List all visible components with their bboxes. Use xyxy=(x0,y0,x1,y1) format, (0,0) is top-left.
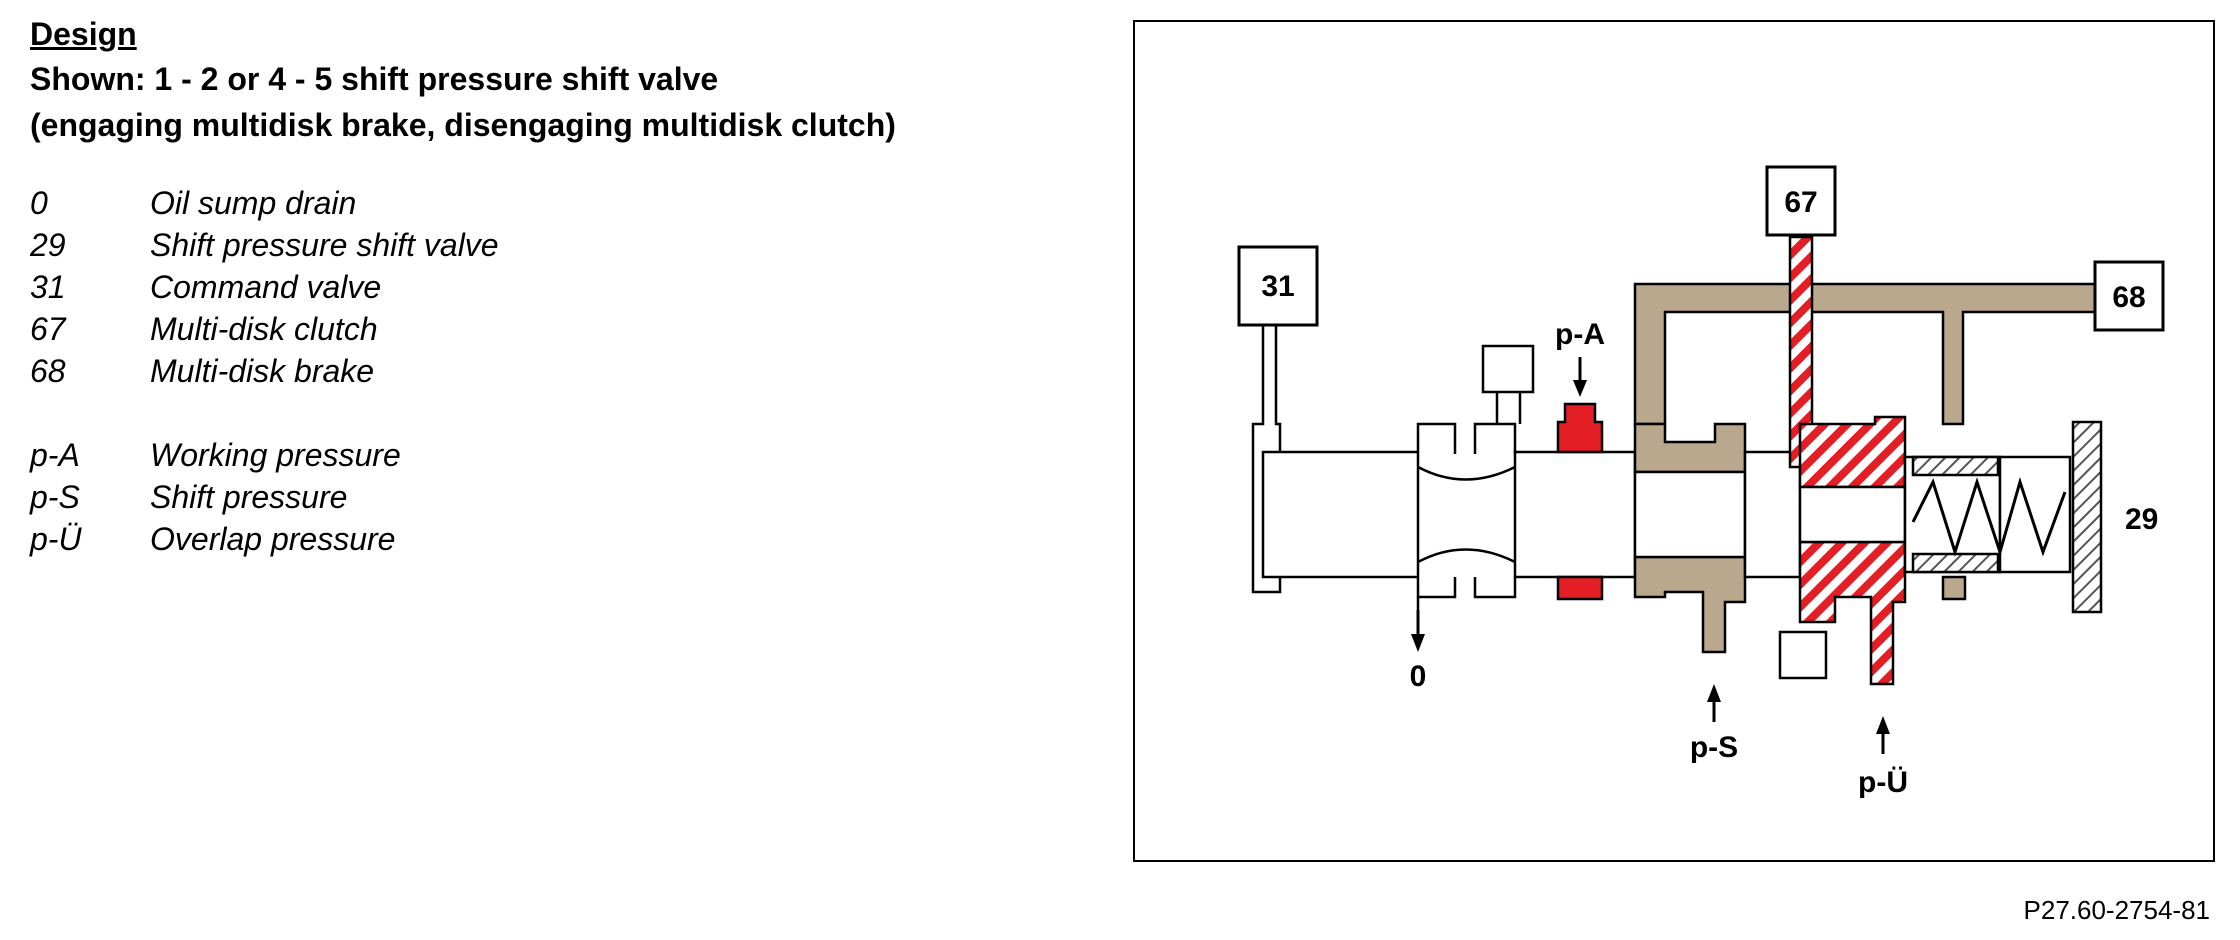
overlap-pressure-arrow xyxy=(1876,716,1890,754)
diagram-frame: 31 p-A 0 xyxy=(1133,20,2215,862)
blocked-port xyxy=(1778,630,1828,680)
shift-valve-diagram: 31 p-A 0 xyxy=(1237,165,2165,799)
figure-reference: P27.60-2754-81 xyxy=(2023,895,2210,925)
clutch-label: 67 xyxy=(1784,186,1817,219)
working-pressure-port xyxy=(1556,402,1604,601)
drain-arrow xyxy=(1411,597,1425,652)
working-pressure-label: p-A xyxy=(1555,318,1605,351)
subtitle-line-2: (engaging multidisk brake, disengaging m… xyxy=(30,107,896,143)
overlap-pressure-label: p-Ü xyxy=(1858,766,1908,799)
drain-label: 0 xyxy=(1410,660,1427,693)
legend-panel: Design Shown: 1 - 2 or 4 - 5 shift press… xyxy=(30,12,1110,560)
legend-item: p-S Shift pressure xyxy=(30,476,1110,518)
subtitle-line-1: Shown: 1 - 2 or 4 - 5 shift pressure shi… xyxy=(30,61,719,97)
spool-center xyxy=(1633,450,1802,579)
shift-valve-label: 29 xyxy=(2125,503,2158,536)
legend-desc: Multi-disk brake xyxy=(150,353,375,389)
legend-code: p-S xyxy=(30,479,80,515)
command-valve-box: 31 xyxy=(1237,245,1319,327)
legend-desc: Working pressure xyxy=(150,437,401,473)
shift-pressure-label: p-S xyxy=(1690,731,1738,764)
legend-item: 31 Command valve xyxy=(30,266,1110,308)
legend-list: 0 Oil sump drain 29 Shift pressure shift… xyxy=(30,182,1110,560)
overlap-pressure-passages xyxy=(1788,235,1907,686)
legend-code: p-Ü xyxy=(30,521,82,557)
legend-code: p-A xyxy=(30,437,80,473)
legend-item: p-A Working pressure xyxy=(30,434,1110,476)
legend-code: 0 xyxy=(30,185,48,221)
legend-code: 67 xyxy=(30,311,66,347)
legend-desc: Command valve xyxy=(150,269,382,305)
legend-item: 0 Oil sump drain xyxy=(30,182,1110,224)
command-valve-label: 31 xyxy=(1261,270,1294,303)
spring-chamber xyxy=(1903,420,2103,614)
legend-code: 29 xyxy=(30,227,66,263)
working-pressure-arrow xyxy=(1573,357,1587,397)
legend-desc: Oil sump drain xyxy=(150,185,357,221)
legend-item: 68 Multi-disk brake xyxy=(30,350,1110,392)
legend-desc: Overlap pressure xyxy=(150,521,396,557)
clutch-box: 67 xyxy=(1765,165,1837,237)
legend-code: 31 xyxy=(30,269,66,305)
legend-desc: Shift pressure xyxy=(150,479,348,515)
valve-housing xyxy=(1261,344,1637,599)
legend-desc: Shift pressure shift valve xyxy=(150,227,499,263)
design-heading: Design xyxy=(30,16,137,52)
legend-desc: Multi-disk clutch xyxy=(150,311,378,347)
legend-code: 68 xyxy=(30,353,66,389)
legend-item: 29 Shift pressure shift valve xyxy=(30,224,1110,266)
shift-pressure-arrow xyxy=(1707,684,1721,722)
legend-item: p-Ü Overlap pressure xyxy=(30,518,1110,560)
brake-label: 68 xyxy=(2112,281,2145,314)
brake-box: 68 xyxy=(2093,260,2165,332)
command-valve-line xyxy=(1251,325,1282,594)
legend-item: 67 Multi-disk clutch xyxy=(30,308,1110,350)
